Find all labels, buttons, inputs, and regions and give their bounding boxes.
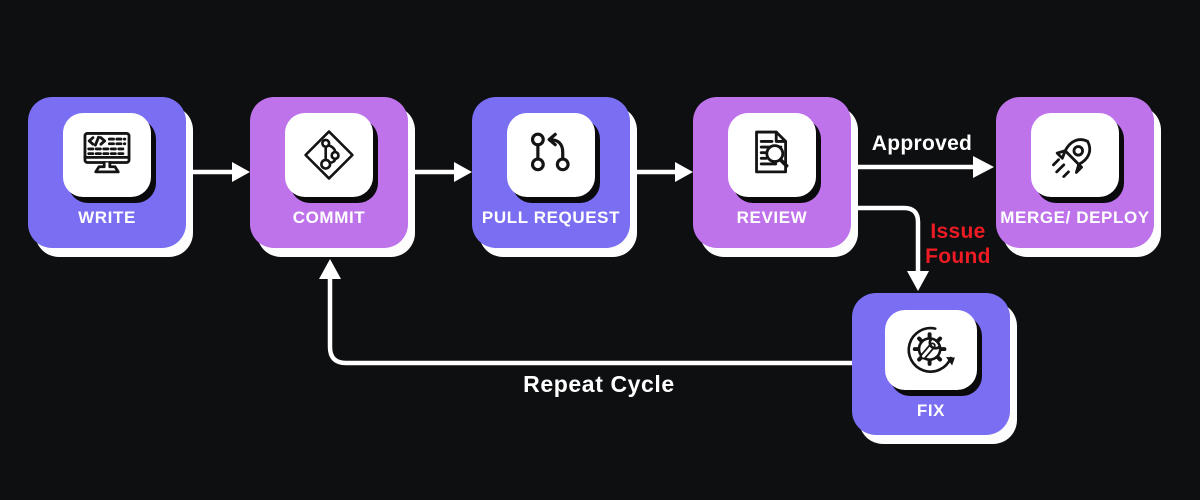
node-label-review: REVIEW (736, 208, 808, 227)
edge-review-merge-approved (855, 156, 994, 178)
node-label-write: WRITE (78, 208, 136, 227)
review-icon-card (728, 113, 816, 197)
node-commit: COMMIT (250, 97, 408, 248)
edge-fix-commit-repeat (319, 259, 855, 366)
node-label-fix: FIX (916, 401, 946, 420)
commit-icon-card (285, 113, 373, 197)
gear-wrench-icon (907, 326, 955, 373)
node-review: REVIEW (693, 97, 851, 248)
node-label-pull-request: PULL REQUEST (481, 208, 621, 227)
node-write: WRITE (28, 97, 186, 248)
edge-label-issue-line1: Issue (930, 220, 986, 243)
pull-request-icon (530, 132, 570, 172)
node-label-commit: COMMIT (292, 208, 366, 227)
git-branch-icon (304, 130, 354, 180)
rocket-icon (1052, 138, 1092, 178)
edge-label-issue-line2: Found (925, 245, 991, 268)
merge-deploy-icon-card (1031, 113, 1119, 197)
edge-label-issue-found: Issue Found (883, 219, 1033, 269)
edge-label-approved: Approved (871, 132, 973, 155)
fix-icon-card (885, 310, 977, 390)
node-pull-request: PULL REQUEST (472, 97, 630, 248)
edge-pullrequest-review (633, 162, 693, 182)
edge-commit-pullrequest (411, 162, 472, 182)
node-label-merge-deploy: MERGE/ DEPLOY (1000, 208, 1150, 227)
node-fix: FIX (852, 293, 1010, 435)
node-merge-deploy: MERGE/ DEPLOY (996, 97, 1154, 248)
edge-write-commit (189, 162, 250, 182)
write-icon-card (63, 113, 151, 197)
document-search-icon (755, 130, 789, 174)
pull-request-icon-card (507, 113, 595, 197)
edge-label-repeat-cycle: Repeat Cycle (523, 371, 675, 397)
monitor-code-icon (83, 132, 131, 174)
